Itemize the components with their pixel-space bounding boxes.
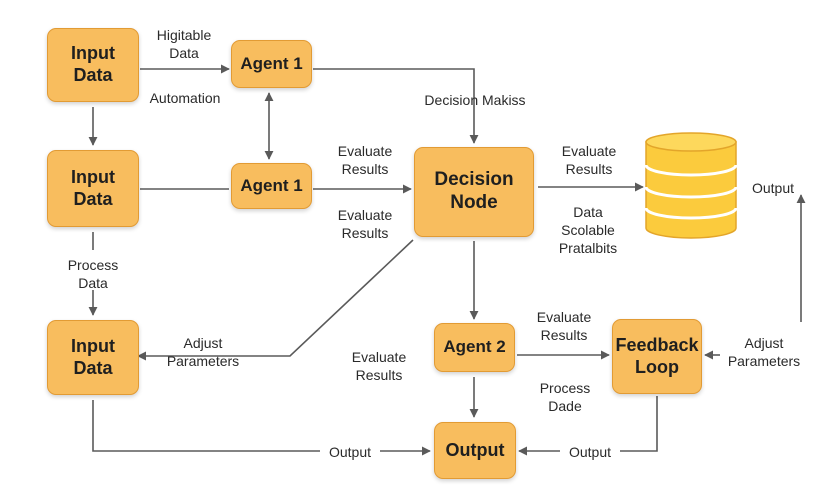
agent-1-node-middle: Agent 1 [231,163,312,209]
edge-feedback-to-output [620,396,658,452]
database-cylinder-icon [644,132,738,239]
input-data-node-1: Input Data [47,28,139,102]
label-data-scolable-pratalbits: Data Scolable Pratalbits [558,204,618,257]
input-data-node-3: Input Data [47,320,139,395]
label-evaluate-results-4: Evaluate Results [351,349,407,384]
agent-2-node: Agent 2 [434,323,515,372]
label-evaluate-results-2: Evaluate Results [337,207,393,242]
edge-agent1top-to-decision [313,68,479,144]
label-output-bottom-right: Output [568,444,612,460]
edge-input3-to-output [92,400,320,452]
label-adjust-parameters-left: Adjust Parameters [166,335,240,370]
label-automation: Automation [149,90,221,106]
label-evaluate-results-5: Evaluate Results [536,309,592,344]
edge-decision-to-input3 [137,239,414,361]
label-higitable-data: Higitable Data [156,27,212,62]
label-evaluate-results-1: Evaluate Results [337,143,393,178]
label-process-dade: Process Dade [539,380,591,415]
decision-node: Decision Node [414,147,534,237]
label-adjust-parameters-right: Adjust Parameters [727,335,801,370]
output-node: Output [434,422,516,479]
label-evaluate-results-3: Evaluate Results [561,143,617,178]
label-process-data: Process Data [67,257,119,292]
label-decision-makiss: Decision Makiss [424,92,526,108]
agent-1-node-top: Agent 1 [231,40,312,88]
feedback-loop-node: Feedback Loop [612,319,702,394]
input-data-node-2: Input Data [47,150,139,227]
label-output-bottom-left: Output [328,444,372,460]
label-output-right: Output [751,180,795,196]
